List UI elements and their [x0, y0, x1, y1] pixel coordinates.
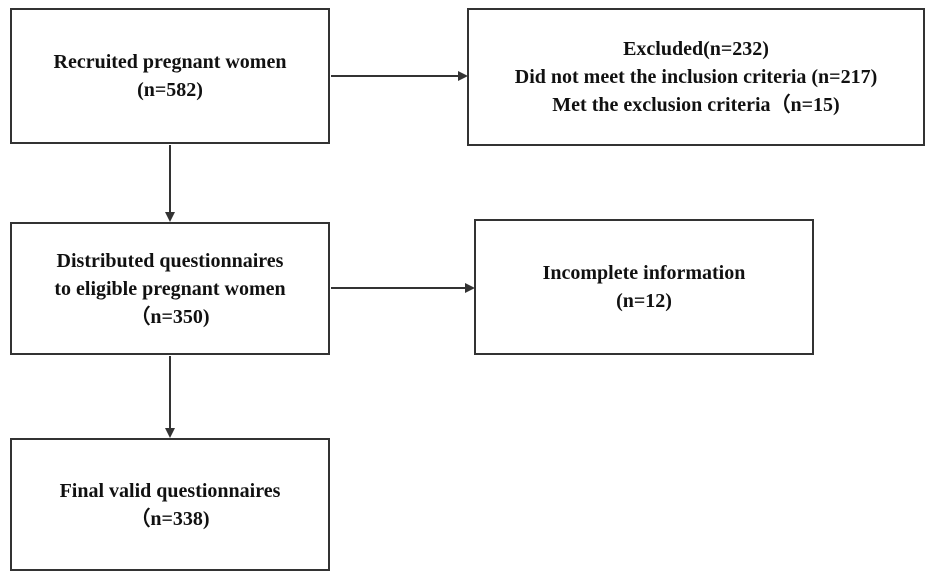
distributed-title-line-2: to eligible pregnant women	[54, 277, 286, 300]
final-box: Final valid questionnaires （n=338)	[10, 438, 330, 571]
final-title: Final valid questionnaires	[59, 479, 281, 502]
final-count: （n=338)	[130, 507, 210, 530]
excluded-inclusion-criteria: Did not meet the inclusion criteria (n=2…	[514, 66, 878, 88]
distributed-count: （n=350)	[130, 305, 210, 328]
distributed-box: Distributed questionnaires to eligible p…	[10, 222, 330, 355]
distributed-title-line-1: Distributed questionnaires	[56, 249, 284, 272]
incomplete-box: Incomplete information (n=12)	[474, 219, 814, 355]
excluded-exclusion-criteria: Met the exclusion criteria（n=15)	[552, 94, 840, 116]
incomplete-title: Incomplete information	[542, 262, 746, 284]
excluded-box: Excluded(n=232) Did not meet the inclusi…	[467, 8, 925, 146]
recruited-box: Recruited pregnant women (n=582)	[10, 8, 330, 144]
incomplete-count: (n=12)	[616, 290, 672, 312]
recruited-count: (n=582)	[137, 79, 203, 101]
recruited-title: Recruited pregnant women	[53, 51, 287, 73]
excluded-title: Excluded(n=232)	[623, 38, 769, 60]
